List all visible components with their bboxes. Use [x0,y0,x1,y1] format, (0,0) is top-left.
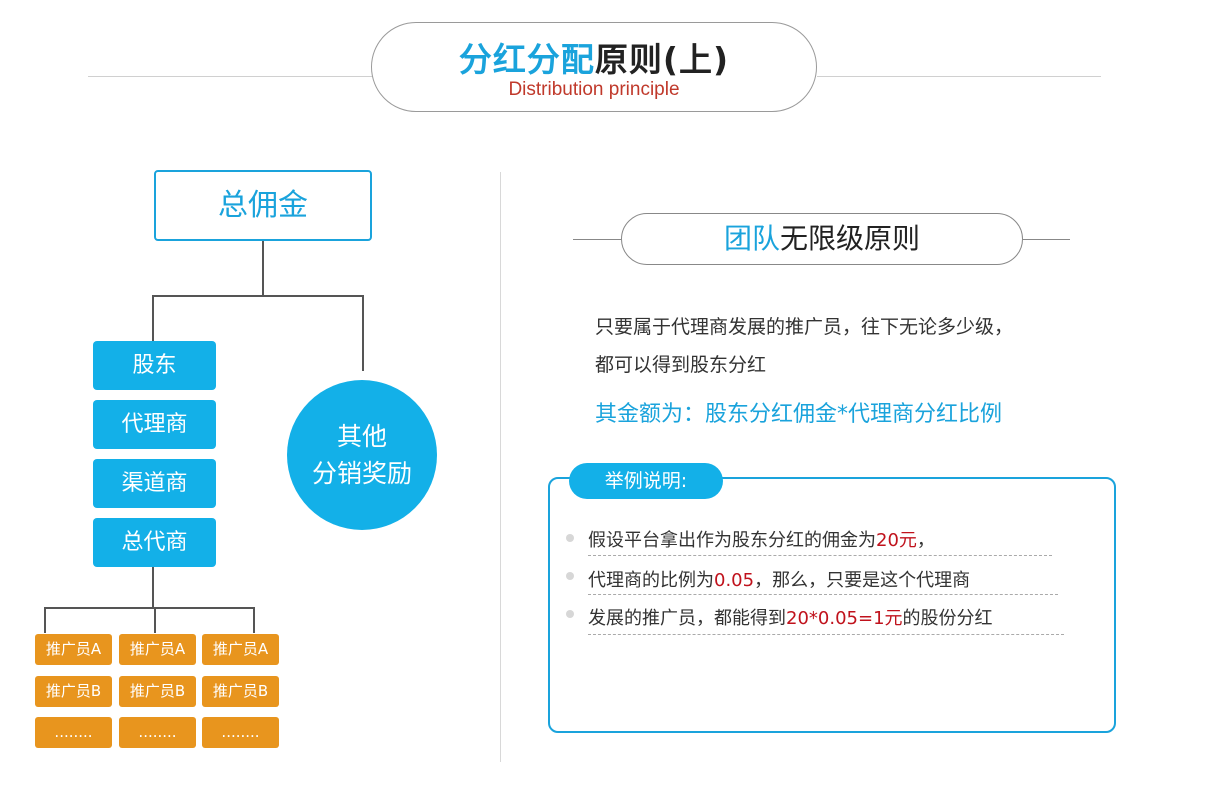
node-other-line2: 分销奖励 [311,459,412,488]
header-rule-right [817,76,1101,77]
node-agent: 代理商 [93,400,216,449]
connector [362,295,364,371]
connector [262,241,264,296]
connector [154,607,156,633]
promoter-node-more: ........ [35,717,112,748]
bullet-icon [566,534,574,542]
promoter-node: 推广员B [119,676,196,707]
example-line-3: 发展的推广员，都能得到20*0.05=1元的股份分红 [588,604,993,630]
bullet-icon [566,572,574,580]
rule-title-rule-left [573,239,621,240]
page-title-highlight: 分红分配 [458,40,595,79]
promoter-node: 推广员B [202,676,279,707]
promoter-node-more: ........ [119,717,196,748]
page-title: 分红分配原则(上) [372,33,816,81]
node-shareholder: 股东 [93,341,216,390]
promoter-node: 推广员A [202,634,279,665]
rule-title-highlight: 团队 [723,222,780,255]
example-line-3-text: 发展的推广员，都能得到 [588,608,786,629]
example-line-3-tail: 的股份分红 [902,608,993,629]
example-divider [588,634,1064,635]
example-line-3-value: 20*0.05=1元 [786,608,903,629]
connector [253,607,255,633]
rule-title-rule-right [1023,239,1070,240]
rule-formula: 其金额为：股东分红佣金*代理商分红比例 [595,402,1003,427]
promoter-node: 推广员A [35,634,112,665]
page-subtitle: Distribution principle [508,79,680,100]
connector [152,295,154,341]
page-title-rest: 原则(上) [594,40,730,79]
node-general-agent: 总代商 [93,518,216,567]
example-line-2-tail: ，那么，只要是这个代理商 [754,570,971,591]
example-divider [588,555,1052,556]
connector [44,607,255,609]
example-line-1: 假设平台拿出作为股东分红的佣金为20元， [588,526,935,552]
rule-title-rest: 无限级原则 [780,222,921,255]
root-node-total-commission: 总佣金 [154,170,372,241]
example-line-2: 代理商的比例为0.05，那么，只要是这个代理商 [588,566,970,592]
connector [152,295,364,297]
example-line-1-tail: ， [916,530,935,551]
rule-title: 团队无限级原则 [621,213,1023,265]
node-other-line1: 其他 [336,422,387,451]
example-panel [548,477,1116,733]
promoter-node: 推广员A [119,634,196,665]
node-channel-dealer: 渠道商 [93,459,216,508]
example-line-1-value: 20元 [876,530,917,551]
example-tag: 举例说明: [569,463,723,499]
header-rule-left [88,76,372,77]
promoter-node: 推广员B [35,676,112,707]
example-line-2-text: 代理商的比例为 [588,570,714,591]
example-divider [588,594,1058,595]
rule-text-line2: 都可以得到股东分红 [595,354,767,376]
connector [152,566,154,608]
connector [44,607,46,633]
node-other-distribution-reward: 其他 分销奖励 [287,380,437,530]
header-badge: 分红分配原则(上) Distribution principle [371,22,817,112]
bullet-icon [566,610,574,618]
promoter-node-more: ........ [202,717,279,748]
rule-text-line1: 只要属于代理商发展的推广员，往下无论多少级， [595,316,1014,338]
section-divider [500,172,501,762]
example-line-2-value: 0.05 [714,570,755,591]
example-line-1-text: 假设平台拿出作为股东分红的佣金为 [588,530,876,551]
